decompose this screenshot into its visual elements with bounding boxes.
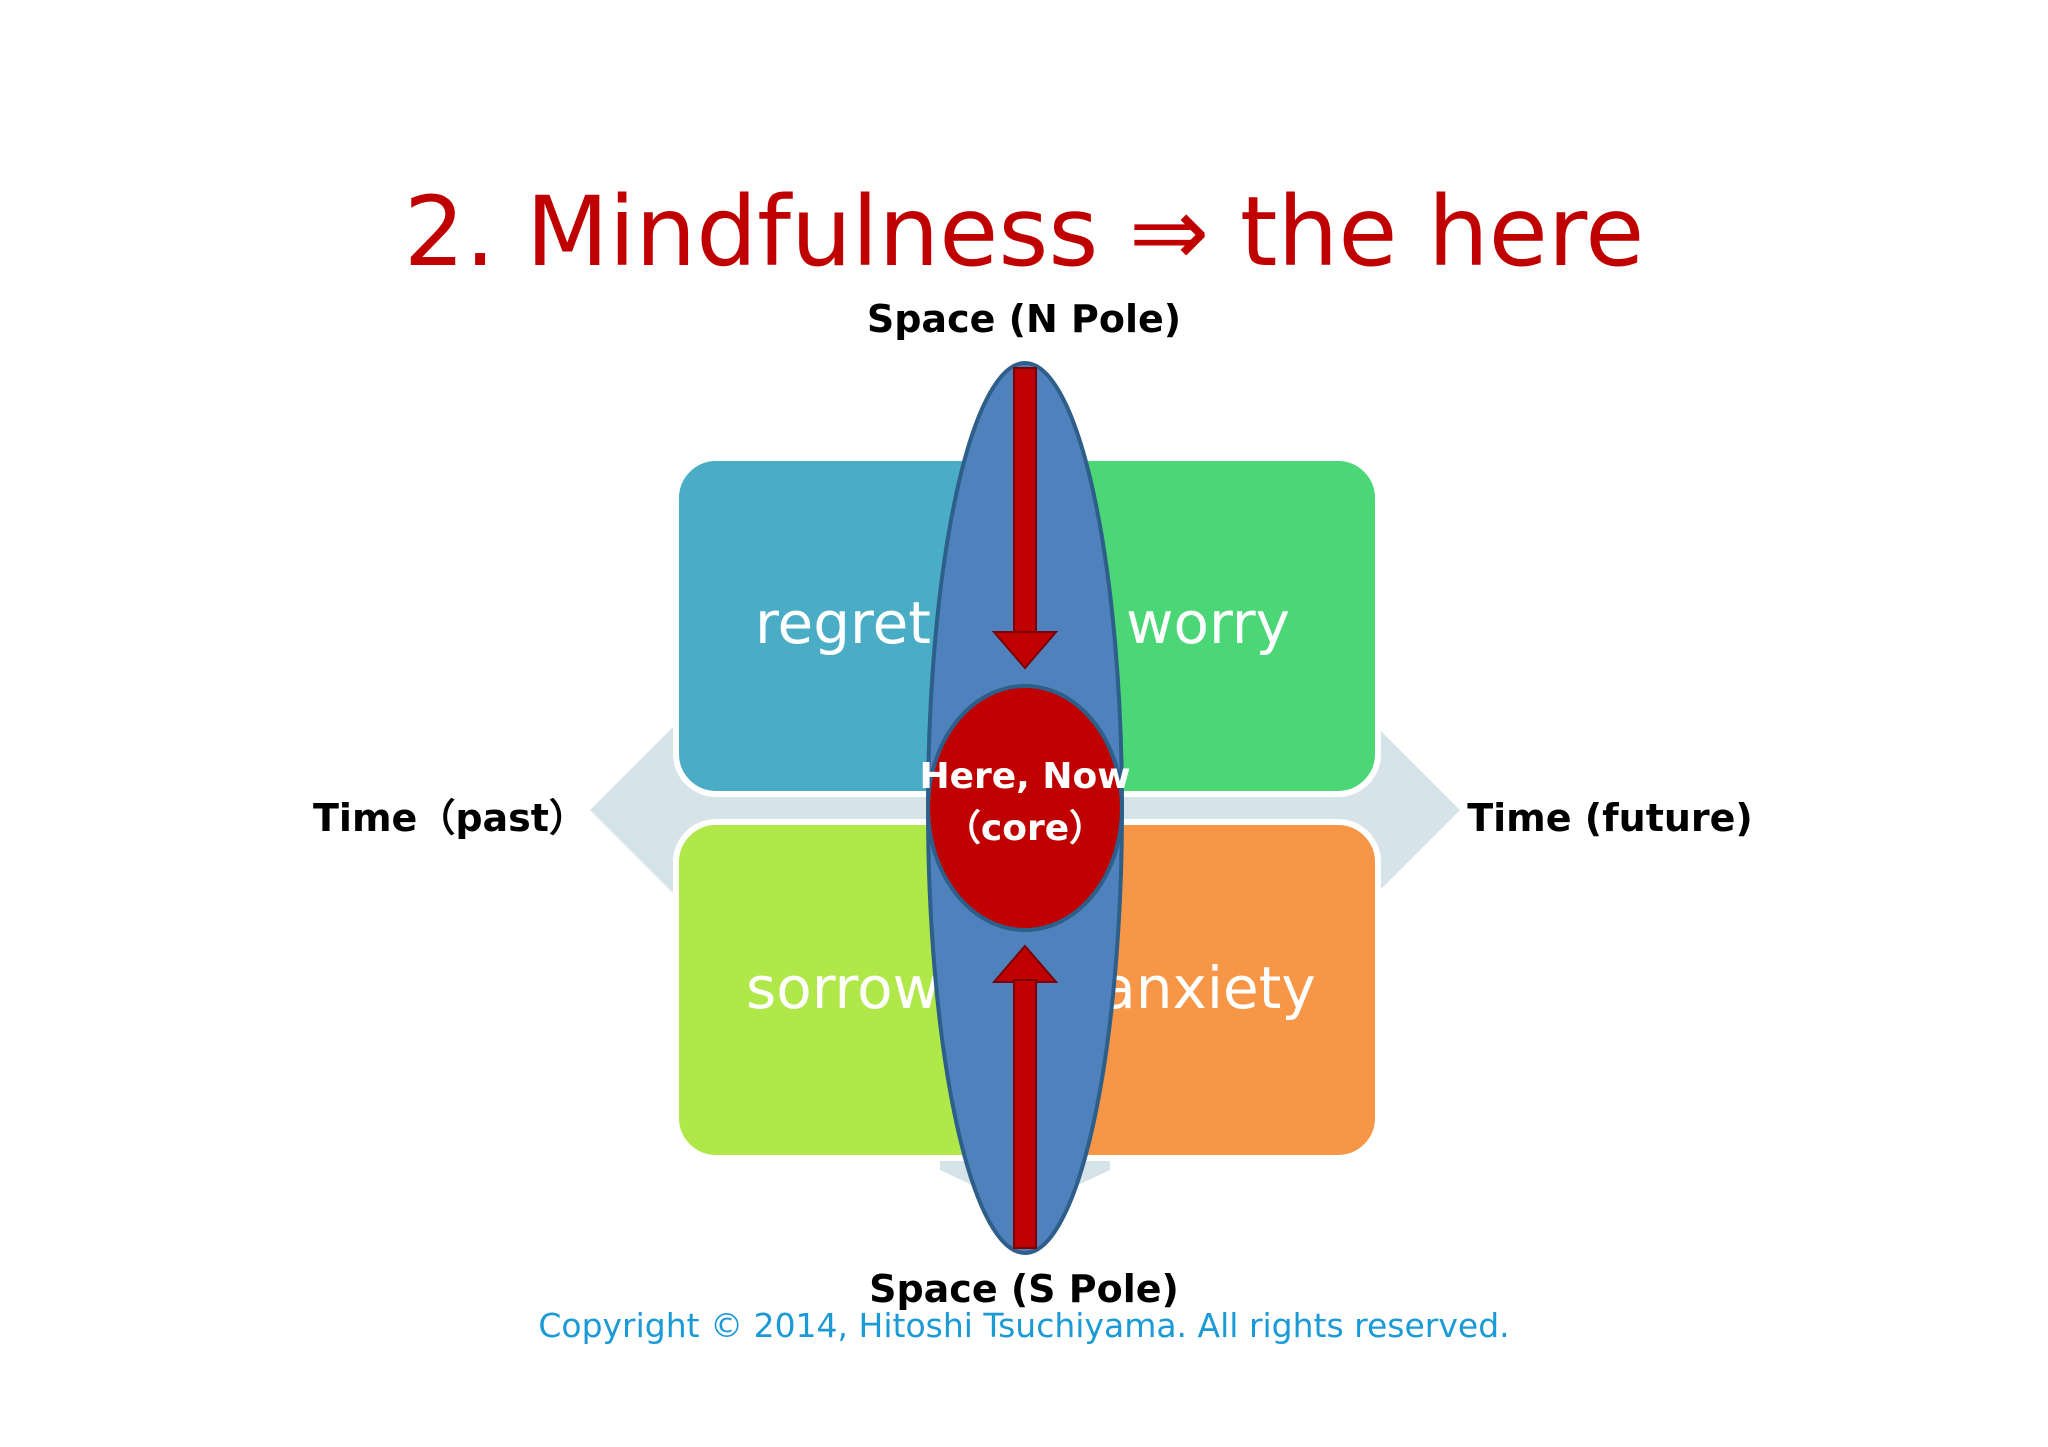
arrow-up-icon <box>991 944 1059 1249</box>
quadrant-label-sorrow: sorrow <box>746 954 940 1022</box>
axis-label-past: Time（past） <box>313 796 587 840</box>
slide-title: 2. Mindfulness ⇒ the here <box>403 176 1645 288</box>
copyright-notice: Copyright © 2014, Hitoshi Tsuchiyama. Al… <box>538 1306 1510 1345</box>
axis-label-south: Space (S Pole) <box>869 1267 1179 1311</box>
core-circle <box>926 684 1124 932</box>
axis-label-north: Space (N Pole) <box>866 297 1182 341</box>
quadrant-label-regret: regret <box>755 589 931 657</box>
core-label-line1: Here, Now <box>919 756 1130 797</box>
arrow-down-icon <box>991 367 1059 670</box>
core-label-line2: （core） <box>945 808 1105 849</box>
axis-label-future: Time (future) <box>1467 796 1753 840</box>
quadrant-label-worry: worry <box>1126 589 1290 657</box>
quadrant-label-anxiety: anxiety <box>1100 954 1316 1022</box>
